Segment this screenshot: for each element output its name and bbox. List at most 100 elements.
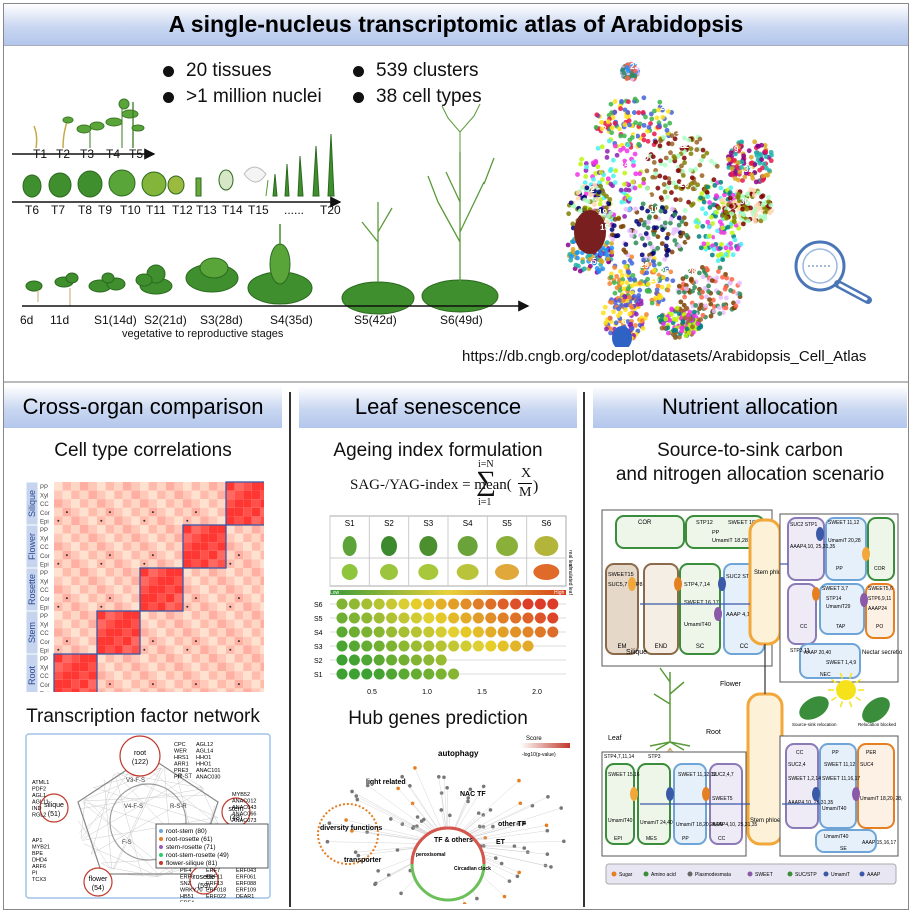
umap-point (633, 240, 639, 246)
heat-cell (174, 645, 183, 654)
tf-legend-dot (159, 829, 163, 833)
hub-node (515, 874, 520, 879)
heat-cell (148, 525, 158, 534)
real-leaf (457, 536, 478, 556)
heat-cell (122, 559, 132, 568)
cell-label: STP6,9,11 (868, 596, 891, 602)
heat-dot (65, 597, 68, 600)
heat-block-outline (96, 610, 141, 655)
heat-dot (108, 554, 111, 557)
umap-cluster-label: 21 (546, 180, 555, 189)
heat-cell (157, 619, 166, 629)
tf-legend-text: stem-rosette (71) (166, 844, 216, 851)
real-leaf (381, 536, 397, 556)
heat-cell (183, 593, 192, 603)
heat-cell (122, 499, 132, 508)
tf-edge (116, 772, 218, 818)
heat-cell (234, 499, 244, 508)
gene-dot (547, 598, 559, 610)
tf-gene: ERF6 (180, 875, 194, 881)
umap-point (616, 306, 622, 312)
umap-point (603, 205, 609, 211)
heat-cell (148, 568, 158, 577)
heat-cell (97, 542, 106, 551)
umap-point (615, 233, 621, 238)
umap-point (688, 316, 694, 322)
celltype-row-label: Cor (40, 511, 50, 517)
gene-dot (510, 626, 522, 638)
umap-point (649, 192, 655, 198)
heat-cell (131, 482, 140, 491)
heat-cell (54, 533, 63, 543)
cell-name: CC (740, 644, 749, 650)
heat-cell (243, 662, 252, 672)
gene-dot (448, 626, 460, 638)
heat-cell (114, 559, 123, 568)
umap-point (660, 114, 666, 120)
heat-cell (71, 585, 80, 594)
cell-cor (615, 515, 685, 549)
umap-point (651, 231, 657, 237)
umap-point (618, 147, 623, 153)
umap-point (658, 158, 663, 164)
cell-label: STP12 (696, 520, 713, 526)
umap-point (626, 142, 631, 148)
umap-point (672, 238, 678, 243)
heat-dot (237, 554, 240, 557)
stage-col-label: S5 (502, 519, 512, 528)
heat-cell (174, 507, 183, 517)
heat-cell (251, 662, 261, 672)
subtitle-allocation-2: and nitrogen allocation scenario (615, 464, 885, 485)
cell-label: AAAP24 (868, 606, 887, 612)
heat-cell (191, 516, 201, 525)
heat-cell (114, 611, 123, 620)
heat-cell (260, 533, 264, 543)
heat-cell (62, 645, 72, 654)
heat-cell (260, 550, 264, 560)
tf-gene: ATML1 (32, 780, 49, 786)
heat-cell (88, 662, 97, 672)
gene-dot (361, 668, 373, 680)
umap-point (655, 185, 661, 191)
umap-point (719, 241, 724, 247)
umap-point (657, 173, 663, 179)
heat-cell (217, 619, 226, 629)
umap-point (627, 294, 633, 300)
heat-cell (226, 636, 235, 646)
umap-point (643, 114, 648, 120)
celltype-row-label: Cor (40, 597, 50, 603)
gene-dot (348, 612, 360, 624)
umap-point (655, 234, 661, 240)
umap-point (600, 177, 605, 182)
heat-cell (191, 525, 201, 534)
tf-gene: AGL1 (32, 793, 46, 799)
heat-cell (234, 490, 244, 500)
umap-point (658, 195, 664, 201)
heat-cell (62, 516, 72, 525)
umap-point (745, 218, 751, 224)
heat-cell (131, 688, 140, 692)
hub-node (373, 882, 377, 887)
umap-point (684, 286, 689, 292)
heat-block-outline (182, 524, 227, 569)
umap-point (662, 175, 668, 181)
tf-gene: CPC (174, 742, 186, 748)
heat-cell (260, 662, 264, 672)
hub-node (559, 806, 563, 810)
heat-cell (88, 499, 97, 508)
umap-point (732, 157, 737, 163)
heat-cell (97, 568, 106, 577)
dataset-url[interactable]: https://db.cngb.org/codeplot/datasets/Ar… (462, 348, 867, 365)
heat-cell (251, 688, 261, 692)
umap-point (729, 166, 735, 172)
heat-cell (226, 568, 235, 577)
tf-gene: WER (174, 749, 187, 755)
heat-cell (157, 525, 166, 534)
heat-cell (217, 671, 226, 680)
heat-cell (191, 559, 201, 568)
umap-point (684, 144, 690, 150)
heat-cell (157, 593, 166, 603)
hub-node (502, 894, 507, 899)
celltype-row-label: Xyl (40, 666, 48, 672)
umap-point (728, 204, 734, 209)
